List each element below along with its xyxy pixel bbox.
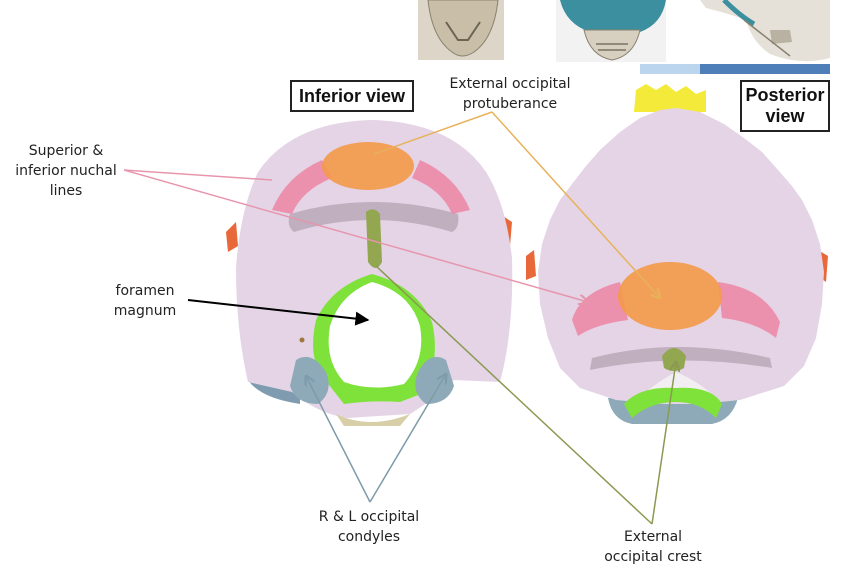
- mastoid-left-inferior: [226, 222, 238, 252]
- leader-foramen: [187, 299, 370, 326]
- label-crest-line1: External: [623, 529, 683, 545]
- nuchal-line-right-posterior: [718, 282, 780, 338]
- leader-eop-inferior: [373, 111, 493, 155]
- label-external-occipital-crest: External occipital crest: [590, 527, 716, 567]
- label-nuchal-line1: Superior &: [28, 143, 104, 159]
- skull-thumbnail-icon: [556, 0, 666, 62]
- foramen-rim-posterior: [624, 387, 722, 418]
- nuchal-line-right-inferior: [412, 160, 470, 214]
- condyle-right-inferior: [415, 356, 454, 404]
- label-eop-line2: protuberance: [462, 96, 558, 112]
- posterior-view-title-line1: Posterior: [745, 85, 825, 105]
- leader-nuchal-posterior: [123, 169, 588, 302]
- basilar-edge: [336, 414, 410, 426]
- mastoid-left-posterior: [526, 250, 536, 280]
- protuberance-posterior: [618, 262, 722, 330]
- label-nuchal-line3: lines: [49, 183, 83, 199]
- inferior-view-title-text: Inferior view: [298, 86, 406, 106]
- label-nuchal-line2: inferior nuchal: [15, 163, 117, 179]
- leader-crest-posterior: [651, 362, 676, 525]
- nuchal-line-left-inferior: [272, 160, 332, 214]
- label-eop-line1: External occipital: [449, 76, 571, 92]
- protuberance-inferior: [322, 142, 414, 190]
- leader-crest-inferior: [375, 265, 653, 525]
- leader-nuchal-inferior: [123, 169, 273, 181]
- label-occipital-condyles: R & L occipital condyles: [296, 507, 442, 547]
- skull-thumbnail-icon: [418, 0, 504, 60]
- leader-condyle-left: [306, 376, 371, 503]
- skull-thumbnail-icon: [700, 0, 830, 62]
- label-condyles-line2: condyles: [337, 529, 401, 545]
- occipital-bone-posterior: [538, 108, 824, 404]
- label-condyles-line1: R & L occipital: [318, 509, 420, 525]
- leader-condyle-right: [369, 374, 446, 503]
- crest-inferior: [366, 209, 382, 268]
- header-stripe: [640, 64, 830, 74]
- posterior-view-skull: [526, 84, 828, 424]
- inferior-view-title: Inferior view: [290, 80, 414, 112]
- leader-eop-posterior: [491, 111, 660, 298]
- foramen-magnum-opening: [328, 282, 422, 388]
- label-nuchal-lines: Superior & inferior nuchal lines: [8, 141, 124, 201]
- label-foramen-line2: magnum: [113, 303, 177, 319]
- nuchal-line-left-posterior: [572, 282, 628, 336]
- posterior-view-title: Posterior view: [740, 80, 830, 132]
- suture-top-posterior: [634, 84, 706, 112]
- label-foramen-magnum: foramen magnum: [100, 281, 190, 321]
- label-crest-line2: occipital crest: [604, 549, 702, 565]
- label-foramen-line1: foramen: [115, 283, 175, 299]
- foramen-dot: [299, 337, 305, 343]
- posterior-view-title-line2: view: [765, 106, 805, 126]
- inferior-view-skull: [226, 120, 513, 426]
- label-external-occipital-protuberance: External occipital protuberance: [432, 74, 588, 114]
- header-stripe-light: [640, 64, 700, 74]
